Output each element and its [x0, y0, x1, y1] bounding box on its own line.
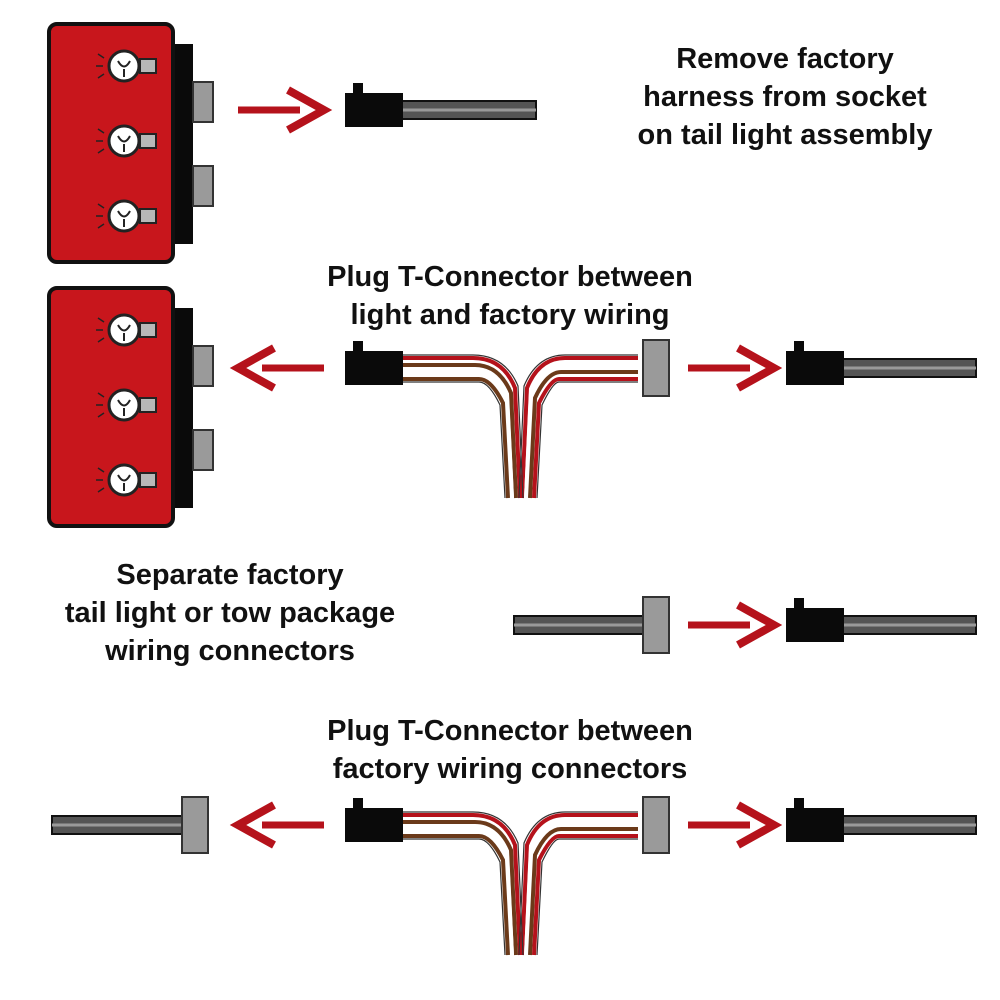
caption-line: light and factory wiring	[350, 299, 670, 331]
socket-connector-icon	[642, 796, 670, 854]
step3-factory-connectors	[513, 596, 670, 654]
arrow-right-icon	[238, 90, 324, 130]
plug-connector-icon	[786, 598, 844, 642]
tail-light-icon	[49, 288, 213, 526]
caption-line: factory wiring connectors	[332, 753, 688, 785]
step4-caption: Plug T-Connector between factory wiring …	[290, 712, 730, 788]
plug-connector-icon	[345, 83, 403, 127]
step2-tail-light	[49, 288, 213, 526]
arrow-right-icon	[688, 348, 774, 388]
caption-line: Remove factory	[676, 43, 894, 75]
step2-caption: Plug T-Connector between light and facto…	[290, 258, 730, 334]
step4-factory-harness	[786, 798, 977, 842]
socket-connector-icon	[642, 339, 670, 397]
step1-tail-light	[49, 24, 213, 262]
caption-line: Plug T-Connector between	[327, 261, 693, 293]
step4-t-connector	[345, 796, 670, 957]
arrow-right-icon	[688, 605, 774, 645]
caption-line: on tail light assembly	[637, 119, 933, 151]
caption-line: harness from socket	[643, 81, 927, 113]
step1-caption: Remove factory harness from socket on ta…	[600, 40, 970, 154]
caption-line: Plug T-Connector between	[327, 715, 693, 747]
step2-t-connector	[345, 339, 670, 500]
step2-factory-harness	[786, 341, 977, 385]
caption-line: wiring connectors	[105, 635, 355, 667]
t-connector-harness-icon	[401, 810, 640, 957]
step3-caption: Separate factory tail light or tow packa…	[20, 556, 440, 670]
arrow-left-icon	[238, 348, 324, 388]
arrow-left-icon	[238, 805, 324, 845]
step3-factory-harness	[786, 598, 977, 642]
socket-connector-icon	[181, 796, 209, 854]
caption-line: tail light or tow package	[64, 597, 396, 629]
plug-connector-icon	[786, 798, 844, 842]
step1-factory-harness	[345, 83, 537, 127]
t-connector-harness-icon	[401, 353, 640, 500]
arrow-right-icon	[688, 805, 774, 845]
step4-factory-connector-left	[51, 796, 209, 854]
plug-connector-icon	[345, 341, 403, 385]
socket-connector-icon	[642, 596, 670, 654]
plug-connector-icon	[786, 341, 844, 385]
tail-light-icon	[49, 24, 213, 262]
caption-line: Separate factory	[116, 559, 344, 591]
plug-connector-icon	[345, 798, 403, 842]
